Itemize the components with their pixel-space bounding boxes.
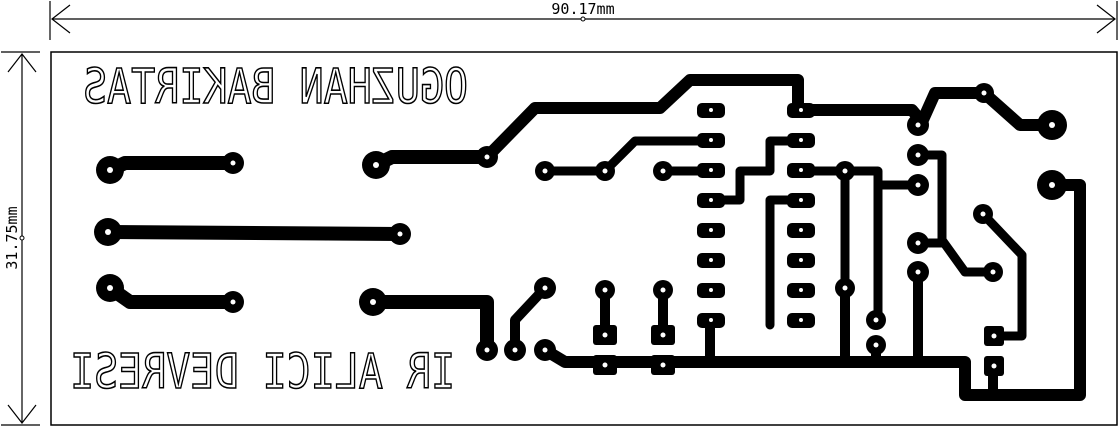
trace [540,136,715,176]
trace [101,225,407,241]
silkscreen-top-text: OGUZHAN BAKIRTAS [83,59,468,115]
trace [103,156,240,177]
silkscreen-bottom: IR ALICI DEVRESI [69,343,456,401]
silkscreen-bottom-text: IR ALICI DEVRESI [70,344,455,400]
height-dimension-label: 31.75mm [3,206,21,269]
trace [705,136,805,205]
height-dimension: 31.75mm [1,51,40,426]
pads [94,83,1067,376]
drill-holes [105,90,1055,369]
width-dimension: 90.17mm [49,0,1118,40]
trace [795,166,923,190]
trace [539,179,1086,401]
trace [369,150,494,172]
width-dimension-label: 90.17mm [551,0,614,18]
silkscreen-top: OGUZHAN BAKIRTAS [82,58,469,116]
trace [978,209,1027,341]
trace [366,295,494,357]
